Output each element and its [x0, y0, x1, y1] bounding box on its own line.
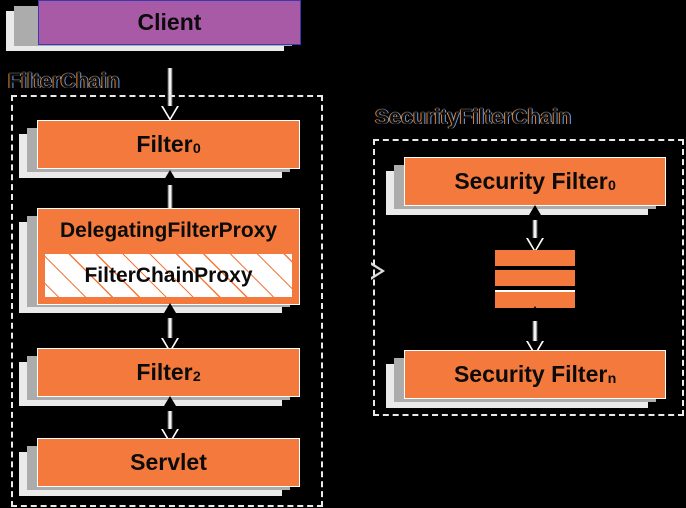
delegating-filter-proxy-label: DelegatingFilterProxy [59, 219, 278, 242]
arrow-stem [167, 182, 173, 214]
node-subscript: 0 [608, 177, 616, 194]
filter-chain-proxy-box[interactable]: FilterChainProxy [43, 252, 294, 299]
filterchain-label: FilterChain [8, 70, 120, 93]
arrowhead-down-icon [526, 238, 544, 253]
arrowhead-up-icon [161, 303, 179, 318]
node-label: Filter [136, 359, 193, 385]
arrow-stem [167, 65, 173, 110]
ellipsis-bar-2 [495, 270, 575, 286]
arrow-securityfilter0-bars [520, 205, 550, 253]
ellipsis-bar-3 [495, 290, 575, 308]
node-label: Security Filter [453, 361, 608, 387]
arrow-stem [532, 217, 538, 243]
node-client[interactable]: Client [6, 0, 301, 51]
filterchain-container [11, 95, 323, 507]
arrow-proxy-filter2 [155, 303, 185, 353]
node-subscript: 2 [192, 368, 201, 385]
client-face: Client [38, 0, 301, 45]
node-label: Filter [136, 131, 193, 157]
securityfilterchain-label: SecurityFilterChain [375, 106, 572, 129]
arrow-stem [532, 318, 538, 346]
arrow-bars-securityfiltern [520, 306, 550, 356]
arrow-filter2-servlet [155, 396, 185, 444]
node-face: Servlet [37, 438, 300, 487]
arrowhead-down-icon [161, 106, 179, 121]
arrow-client-filter0 [155, 53, 185, 121]
node-servlet[interactable]: Servlet [19, 438, 300, 496]
node-subscript: 0 [192, 140, 201, 157]
arrow-stem [167, 315, 173, 343]
client-label: Client [137, 9, 202, 35]
node-subscript: n [607, 370, 617, 387]
node-label: Servlet [130, 449, 207, 475]
arrowhead-up-icon [161, 170, 179, 185]
securityfilterchain-container [373, 139, 684, 416]
node-label: Security Filter [454, 168, 608, 194]
filter-chain-proxy-label: FilterChainProxy [84, 264, 253, 287]
arrowhead-up-icon [526, 205, 544, 220]
node-face: DelegatingFilterProxy FilterChainProxy [37, 208, 300, 305]
arrowhead-up-icon [526, 306, 544, 321]
arrow-stem [167, 408, 173, 434]
arrowhead-up-icon [161, 53, 179, 68]
ellipsis-bar-1 [495, 250, 575, 266]
arrowhead-up-icon [161, 396, 179, 411]
node-delegating-filter-proxy[interactable]: DelegatingFilterProxy FilterChainProxy [19, 208, 300, 313]
